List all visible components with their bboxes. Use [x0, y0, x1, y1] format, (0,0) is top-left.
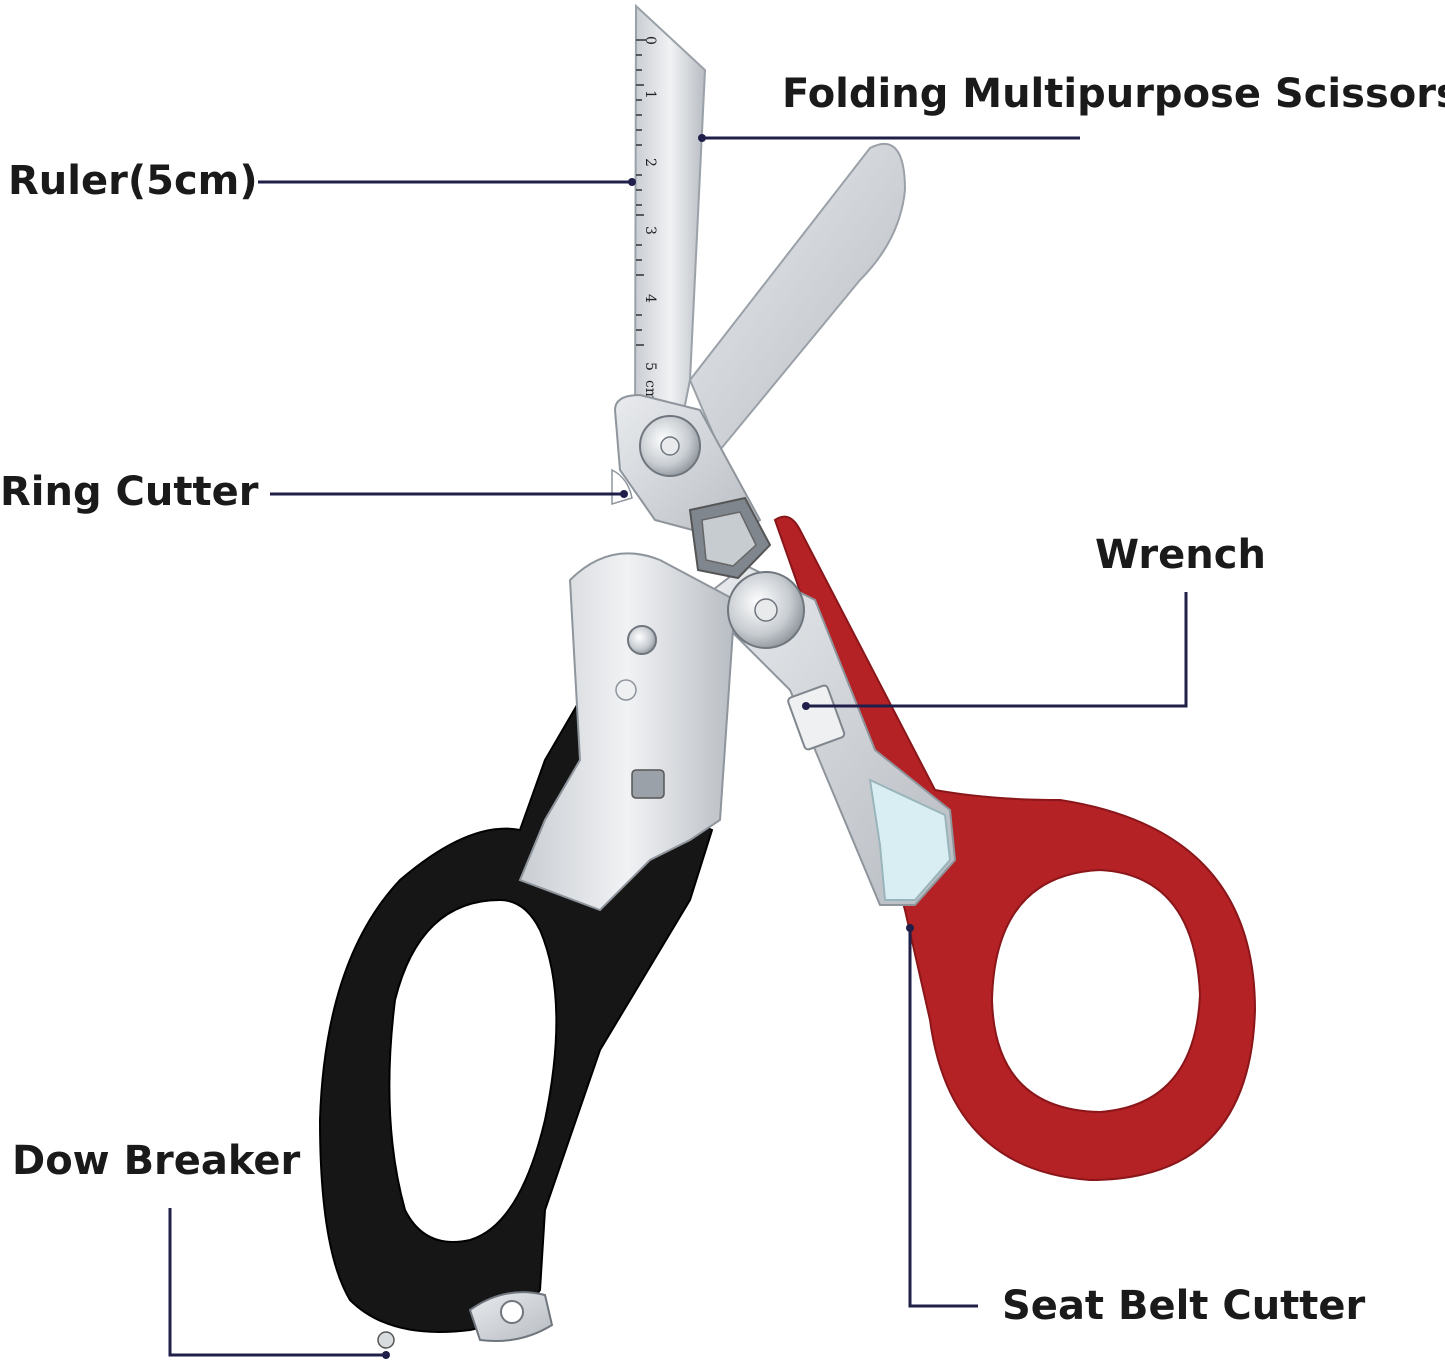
leader-dow-breaker [168, 1208, 386, 1357]
label-dow-breaker: Dow Breaker [12, 1138, 301, 1184]
ruler-ticks [636, 39, 646, 346]
dow-breaker-point [377, 1331, 395, 1349]
ruler-mark-0: 0 [642, 36, 658, 45]
wrench-slot [787, 684, 846, 751]
ruler-mark-3: 3 [642, 226, 658, 235]
leader-dot-dow-breaker [382, 1351, 390, 1359]
leader-lines [168, 134, 1188, 1359]
label-ruler: Ruler(5cm) [8, 158, 258, 204]
ruler-mark-5: 5 [642, 362, 658, 371]
label-wrench: Wrench [1095, 532, 1266, 578]
label-seat-belt-cutter: Seat Belt Cutter [1002, 1283, 1366, 1329]
leader-dot-ruler [628, 178, 636, 186]
dow-breaker-hole [500, 1300, 524, 1324]
label-folding-scissors: Folding Multipurpose Scissors [782, 71, 1445, 117]
leader-dot-wrench [802, 702, 810, 710]
ruler-blade [633, 3, 707, 442]
leader-dot-scissors [698, 134, 706, 142]
leader-dot-ring-cutter [620, 490, 628, 498]
wrench-bolt-inner [701, 511, 757, 567]
red-handle [773, 515, 1257, 1182]
pivot-bolt-center [660, 436, 680, 456]
small-pin [615, 679, 637, 701]
label-ring-cutter: Ring Cutter [0, 469, 259, 515]
leader-seat-belt-cutter [908, 928, 978, 1308]
lock-slider [631, 769, 665, 799]
ruler-numbers: 0 1 2 3 4 5 cm [642, 36, 658, 401]
ruler-mark-2: 2 [642, 158, 658, 167]
right-blade [688, 142, 907, 452]
leader-dot-seat-belt-cutter [906, 924, 914, 932]
ruler-mark-1: 1 [642, 90, 658, 99]
seat-belt-cutter-hook [868, 778, 952, 901]
small-screw [627, 625, 657, 655]
lower-bolt-center [754, 598, 778, 622]
ruler-mark-4: 4 [642, 294, 658, 303]
steel-body [518, 552, 737, 912]
leader-wrench [806, 592, 1188, 708]
